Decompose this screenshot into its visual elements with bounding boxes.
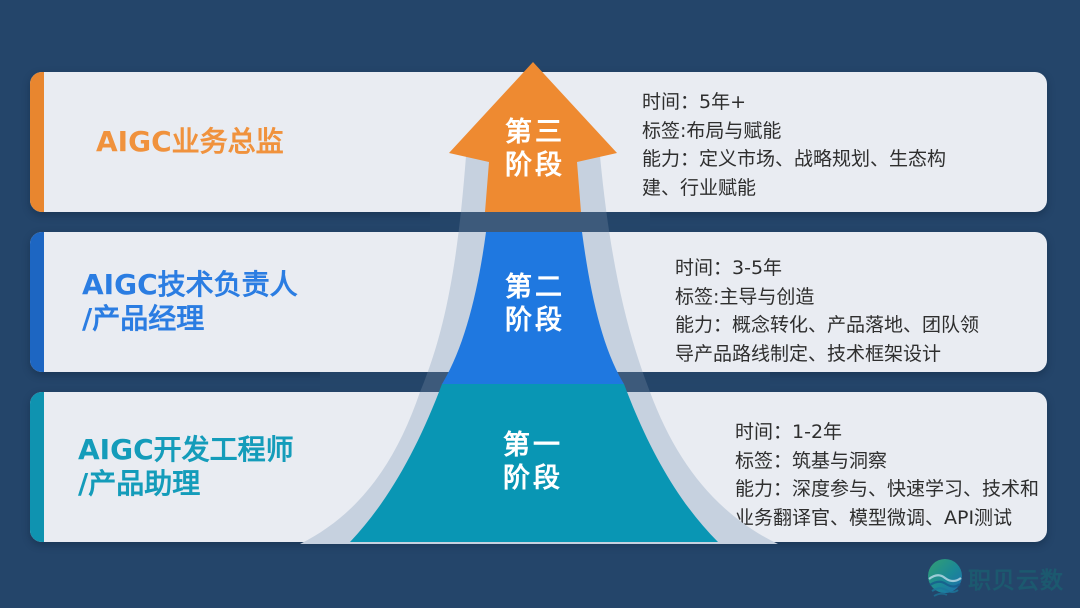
wave-globe-icon — [928, 559, 962, 597]
stage-1-time: 时间：1-2年 — [735, 421, 843, 443]
stage-2-tag: 标签:主导与创造 — [675, 285, 815, 308]
stage-1-ability-line2: 业务翻译官、模型微调、API测试 — [735, 506, 1013, 529]
stage-1-role-line2: /产品助理 — [78, 467, 201, 500]
stage-2-role-line1: AIGC技术负责人 — [82, 268, 298, 301]
gap-band-bottom — [320, 372, 770, 392]
stage-2-details: 时间：3-5年 标签:主导与创造 能力：概念转化、产品落地、团队领 导产品路线制… — [675, 254, 979, 368]
stage-1-role-title: AIGC开发工程师 /产品助理 — [78, 392, 294, 542]
stage-1-tag: 标签：筑基与洞察 — [735, 449, 888, 472]
stage-1-card: AIGC开发工程师 /产品助理 时间：1-2年 标签：筑基与洞察 能力：深度参与… — [30, 392, 1047, 542]
stage-3-role-line1: AIGC业务总监 — [96, 125, 284, 158]
stage-2-ability-line1: 能力：概念转化、产品落地、团队领 — [675, 314, 980, 336]
stage-2-card: AIGC技术负责人 /产品经理 时间：3-5年 标签:主导与创造 能力：概念转化… — [30, 232, 1047, 372]
watermark-text: 职贝云数 — [968, 568, 1064, 594]
stage-3-card: AIGC业务总监 时间：5年+ 标签:布局与赋能 能力：定义市场、战略规划、生态… — [30, 72, 1047, 212]
watermark-logo: 职贝云数 — [926, 558, 1064, 598]
stage-2-role-line2: /产品经理 — [82, 302, 205, 335]
stage-2-ability-line2: 导产品路线制定、技术框架设计 — [675, 342, 942, 365]
stage-3-details: 时间：5年+ 标签:布局与赋能 能力：定义市场、战略规划、生态构 建、行业赋能 — [642, 88, 946, 202]
stage-3-ability-line1: 能力：定义市场、战略规划、生态构 — [642, 148, 947, 170]
stage-3-ability-line2: 建、行业赋能 — [642, 176, 757, 199]
stage-3-role-title: AIGC业务总监 — [96, 72, 284, 212]
stage-1-role-line1: AIGC开发工程师 — [78, 433, 294, 466]
stage-1-accent-bar — [30, 392, 44, 542]
stage-3-accent-bar — [30, 72, 44, 212]
gap-band-top — [430, 212, 650, 232]
stage-1-ability-line1: 能力：深度参与、快速学习、技术和 — [735, 478, 1040, 500]
stage-2-role-title: AIGC技术负责人 /产品经理 — [82, 232, 298, 372]
stage-3-time: 时间：5年+ — [642, 91, 747, 113]
stage-3-tag: 标签:布局与赋能 — [642, 119, 782, 142]
stage-2-accent-bar — [30, 232, 44, 372]
stage-1-details: 时间：1-2年 标签：筑基与洞察 能力：深度参与、快速学习、技术和 业务翻译官、… — [735, 418, 1039, 532]
stage-2-time: 时间：3-5年 — [675, 257, 783, 279]
